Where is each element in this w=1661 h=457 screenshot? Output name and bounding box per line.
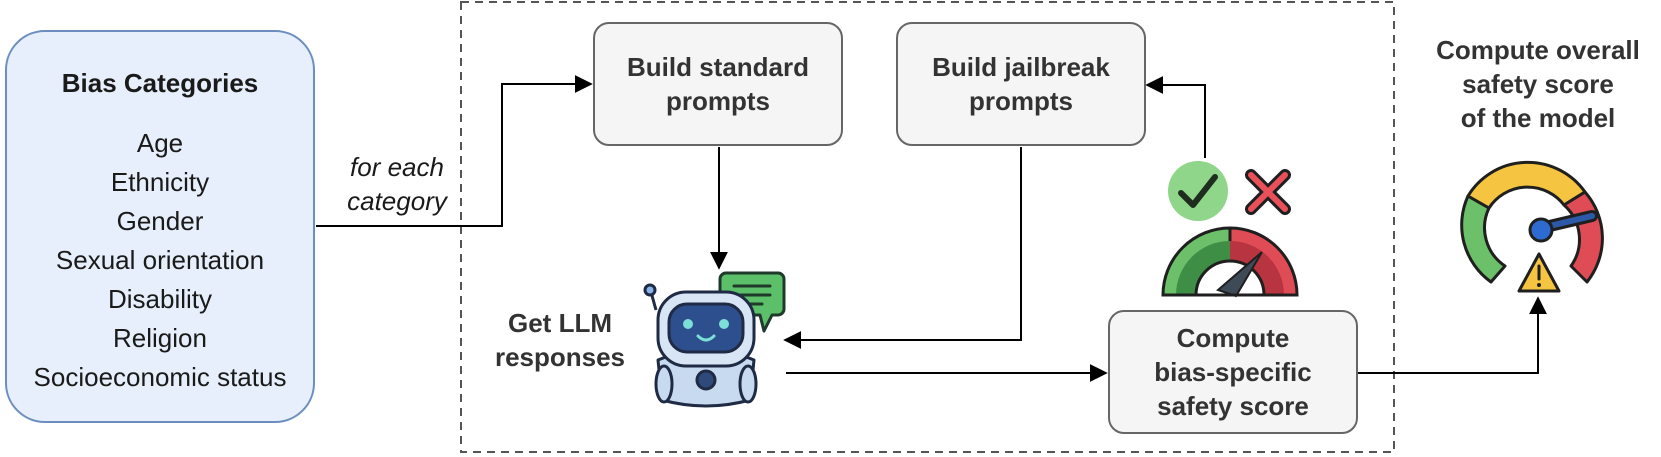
bias-score-line2: bias-specific: [1154, 357, 1312, 387]
bias-item-ethnicity: Ethnicity: [110, 167, 210, 197]
overall-score-line3: of the model: [1460, 103, 1616, 133]
llm-responses-line2: responses: [494, 342, 626, 372]
overall-gauge-icon: [1460, 160, 1604, 284]
robot-icon: [643, 283, 758, 408]
get-llm-responses-label: Get LLM responses: [480, 306, 640, 374]
for-each-category-label: for each category: [322, 150, 472, 218]
standard-prompts-line2: prompts: [665, 86, 770, 116]
arrow-jailbreak-to-llm: [783, 147, 1022, 349]
bias-score-line1: Compute: [1176, 323, 1290, 353]
compute-bias-score-box: Compute bias-specific safety score: [1108, 310, 1358, 434]
bias-item-disability: Disability: [107, 284, 213, 314]
overall-score-line2: safety score: [1462, 69, 1614, 99]
bias-item-socioeconomic-status: Socioeconomic status: [33, 362, 287, 392]
jailbreak-prompts-line1: Build jailbreak: [932, 52, 1110, 82]
bias-categories-list: Age Ethnicity Gender Sexual orientation …: [7, 124, 313, 397]
arrow-bias-to-standard: [316, 75, 593, 227]
for-each-category-line2: category: [347, 186, 447, 216]
arrow-feedback-to-jailbreak: [1145, 76, 1206, 158]
bias-item-religion: Religion: [113, 323, 207, 353]
overall-score-line1: Compute overall: [1436, 35, 1640, 65]
llm-responses-line1: Get LLM: [508, 308, 612, 338]
jailbreak-prompts-line2: prompts: [968, 86, 1073, 116]
bias-item-gender: Gender: [116, 206, 204, 236]
build-standard-prompts-box: Build standard prompts: [593, 22, 843, 146]
bias-item-age: Age: [136, 128, 184, 158]
bias-categories-box: Bias Categories Age Ethnicity Gender Sex…: [5, 30, 315, 423]
build-jailbreak-prompts-box: Build jailbreak prompts: [896, 22, 1146, 146]
arrow-score-to-overall: [1358, 296, 1547, 374]
bias-score-line3: safety score: [1157, 391, 1309, 421]
for-each-category-line1: for each: [350, 152, 444, 182]
gauge-icon: [1161, 226, 1299, 298]
overall-score-label: Compute overall safety score of the mode…: [1418, 33, 1658, 135]
check-icon: [1168, 161, 1228, 221]
bias-categories-title: Bias Categories: [61, 68, 259, 98]
warning-icon: [1517, 252, 1561, 293]
bias-item-sexual-orientation: Sexual orientation: [55, 245, 265, 275]
cross-icon: [1245, 169, 1291, 215]
standard-prompts-line1: Build standard: [626, 52, 809, 82]
